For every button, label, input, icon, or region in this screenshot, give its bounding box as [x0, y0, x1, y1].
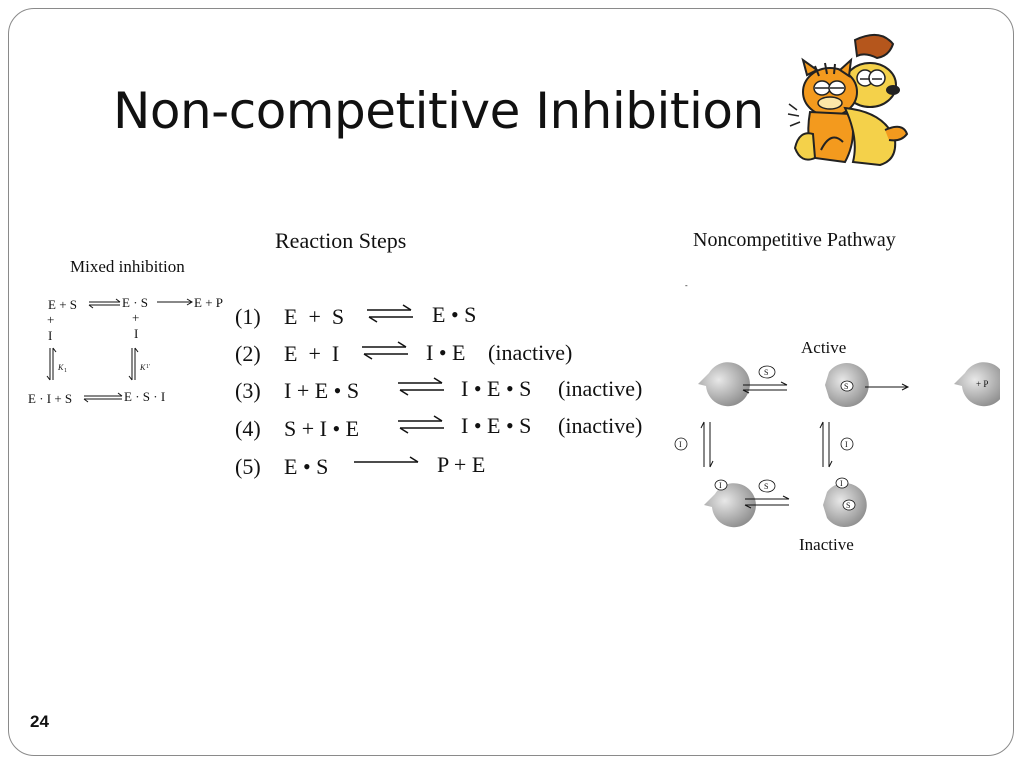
step-number: (5)	[235, 454, 261, 479]
scheme-k1-sub: 1	[64, 368, 67, 374]
inhibitor-label: I	[679, 440, 682, 449]
page-title: Non-competitive Inhibition	[113, 82, 764, 140]
noncompetitive-pathway-diagram: Noncompetitive Pathway - Active Inactive…	[674, 229, 1000, 554]
enzyme-free	[698, 362, 750, 407]
forward-arrow	[354, 456, 419, 463]
enzyme-substrate-complex: S	[825, 363, 869, 407]
scheme-k1: K	[57, 363, 64, 372]
scheme-plus-left: +	[47, 312, 54, 327]
step-left: S + I • E	[284, 416, 360, 441]
step-number: (3)	[235, 378, 261, 403]
scheme-e-plus-p: E + P	[194, 295, 223, 310]
step-right: I • E	[426, 340, 466, 365]
step-left: E • S	[284, 454, 329, 479]
substrate-label: S	[844, 382, 848, 391]
scheme-k1-prime: K	[139, 363, 146, 372]
equilibrium-arrow	[367, 304, 413, 323]
page-number: 24	[30, 712, 49, 731]
step-note: (inactive)	[558, 413, 643, 438]
scheme-plus-mid: +	[132, 310, 139, 325]
scheme-k1-prime-sub: 1′	[146, 364, 151, 370]
substrate-label: S	[764, 482, 768, 491]
enzyme-substrate-inhibitor-complex: I S	[823, 477, 867, 527]
step-right: P + E	[437, 452, 486, 477]
enzyme-after-product	[954, 362, 1000, 407]
step-number: (2)	[235, 341, 261, 366]
inhibitor-label: I	[719, 481, 722, 490]
substrate-label: S	[846, 501, 850, 510]
step-number: (4)	[235, 416, 261, 441]
equilibrium-arrow	[362, 341, 408, 360]
pathway-heading: Noncompetitive Pathway	[693, 229, 896, 251]
inactive-label: Inactive	[799, 535, 854, 554]
equilibrium-arrow	[398, 415, 444, 434]
step-left: E + I	[284, 341, 340, 366]
scheme-i-mid: I	[134, 326, 138, 341]
equilibrium-arrow	[398, 377, 444, 396]
step-number: (1)	[235, 304, 261, 329]
step-note: (inactive)	[488, 340, 573, 365]
scheme-es: E · S	[122, 295, 148, 310]
mixed-inhibition-heading: Mixed inhibition	[70, 257, 185, 276]
scheme-i-left: I	[48, 328, 52, 343]
inhibitor-label: I	[845, 440, 848, 449]
reaction-steps-heading: Reaction Steps	[275, 228, 407, 253]
step-right: I • E • S	[461, 413, 532, 438]
active-label: Active	[801, 338, 846, 357]
enzyme-inhibitor-complex: I	[704, 479, 756, 528]
inhibitor-label: I	[840, 479, 843, 488]
scheme-esi: E · S · I	[124, 389, 165, 404]
step-right: I • E • S	[461, 376, 532, 401]
scheme-e-plus-s: E + S	[48, 297, 77, 312]
step-left: E + S	[284, 304, 345, 329]
step-right: E • S	[432, 302, 477, 327]
product-label: + P	[976, 379, 988, 389]
step-left: I + E • S	[284, 378, 360, 403]
scheme-ei-plus-s: E · I + S	[28, 391, 72, 406]
step-note: (inactive)	[558, 376, 643, 401]
substrate-label: S	[764, 368, 768, 377]
cartoon-icon	[787, 33, 909, 167]
pathway-dot: -	[685, 281, 688, 290]
mixed-inhibition-scheme: Mixed inhibition E + S E · S E + P + I +…	[28, 257, 223, 406]
